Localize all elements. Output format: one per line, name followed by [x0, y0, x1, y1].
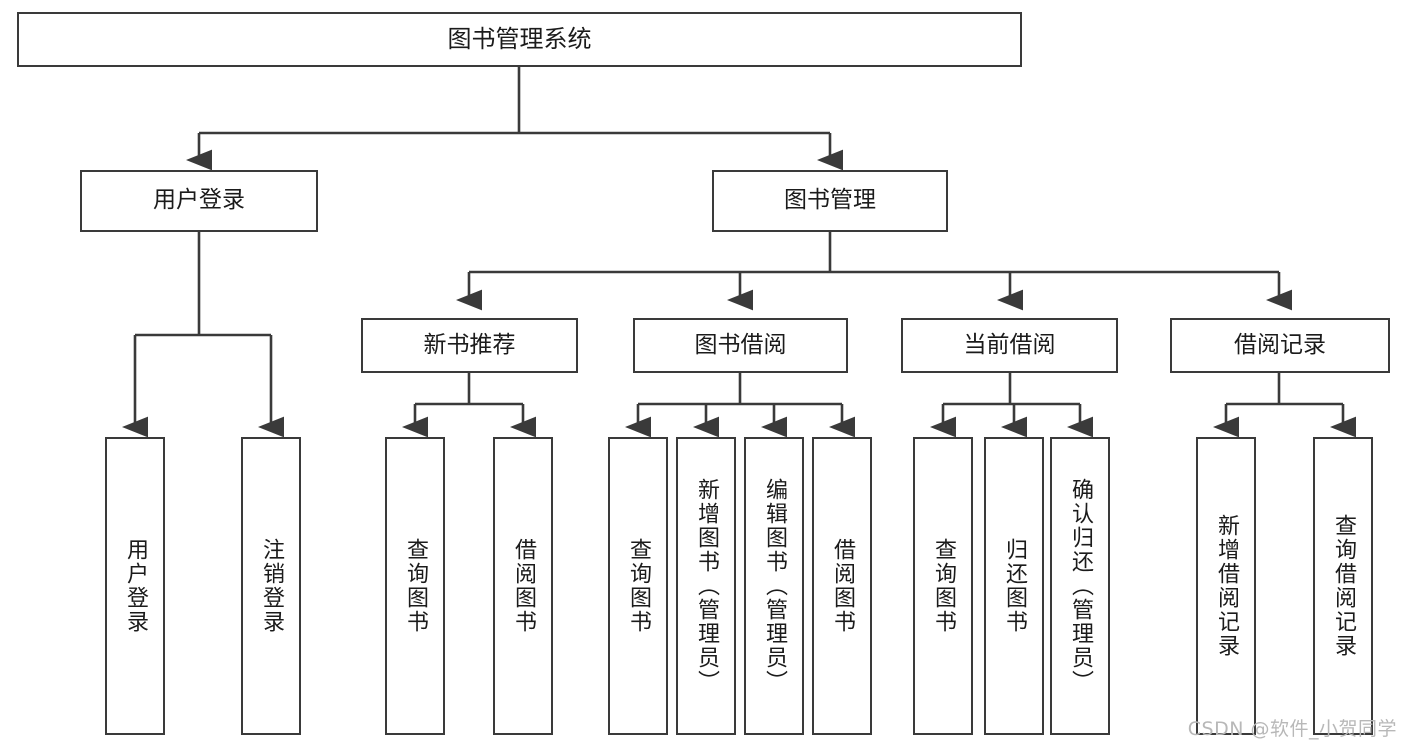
node-new-book-recommend[interactable]: 新书推荐: [361, 318, 578, 373]
node-label: 查询借阅记录: [1331, 514, 1356, 658]
node-label: 图书管理: [784, 187, 876, 214]
node-book-management[interactable]: 图书管理: [712, 170, 948, 232]
node-user-login[interactable]: 用户登录: [80, 170, 318, 232]
node-label: 确认归还（管理员）: [1068, 478, 1093, 694]
leaf-recommend-query-book[interactable]: 查询图书: [385, 437, 445, 735]
node-current-borrow[interactable]: 当前借阅: [901, 318, 1118, 373]
leaf-user-login-signout[interactable]: 注销登录: [241, 437, 301, 735]
leaf-recommend-borrow-book[interactable]: 借阅图书: [493, 437, 553, 735]
leaf-borrow-edit-book-admin[interactable]: 编辑图书（管理员）: [744, 437, 804, 735]
node-label: 借阅图书: [830, 538, 855, 634]
node-label: 用户登录: [153, 187, 245, 214]
node-label: 查询图书: [931, 538, 956, 634]
node-label: 新增图书（管理员）: [694, 478, 719, 694]
node-label: 查询图书: [626, 538, 651, 634]
leaf-current-return-book[interactable]: 归还图书: [984, 437, 1044, 735]
node-label: 注销登录: [259, 538, 284, 634]
node-label: 归还图书: [1002, 538, 1027, 634]
node-root-system[interactable]: 图书管理系统: [17, 12, 1022, 67]
node-book-borrow[interactable]: 图书借阅: [633, 318, 848, 373]
node-label: 新增借阅记录: [1214, 514, 1239, 658]
leaf-current-confirm-return-admin[interactable]: 确认归还（管理员）: [1050, 437, 1110, 735]
node-label: 新书推荐: [423, 331, 516, 358]
watermark-text: CSDN @软件_小贺同学: [1187, 718, 1397, 740]
node-label: 编辑图书（管理员）: [762, 478, 787, 694]
leaf-user-login-signin[interactable]: 用户登录: [105, 437, 165, 735]
node-label: 查询图书: [403, 538, 428, 634]
node-label: 借阅图书: [511, 538, 536, 634]
leaf-current-query-book[interactable]: 查询图书: [913, 437, 973, 735]
leaf-borrow-add-book-admin[interactable]: 新增图书（管理员）: [676, 437, 736, 735]
leaf-borrow-query-book[interactable]: 查询图书: [608, 437, 668, 735]
leaf-record-query-record[interactable]: 查询借阅记录: [1313, 437, 1373, 735]
node-label: 借阅记录: [1234, 331, 1326, 358]
node-borrow-record[interactable]: 借阅记录: [1170, 318, 1390, 373]
leaf-borrow-borrow-book[interactable]: 借阅图书: [812, 437, 872, 735]
leaf-record-add-record[interactable]: 新增借阅记录: [1196, 437, 1256, 735]
node-label: 图书借阅: [694, 331, 787, 358]
node-label: 图书管理系统: [447, 25, 592, 54]
node-label: 当前借阅: [963, 331, 1056, 358]
node-label: 用户登录: [123, 538, 148, 634]
